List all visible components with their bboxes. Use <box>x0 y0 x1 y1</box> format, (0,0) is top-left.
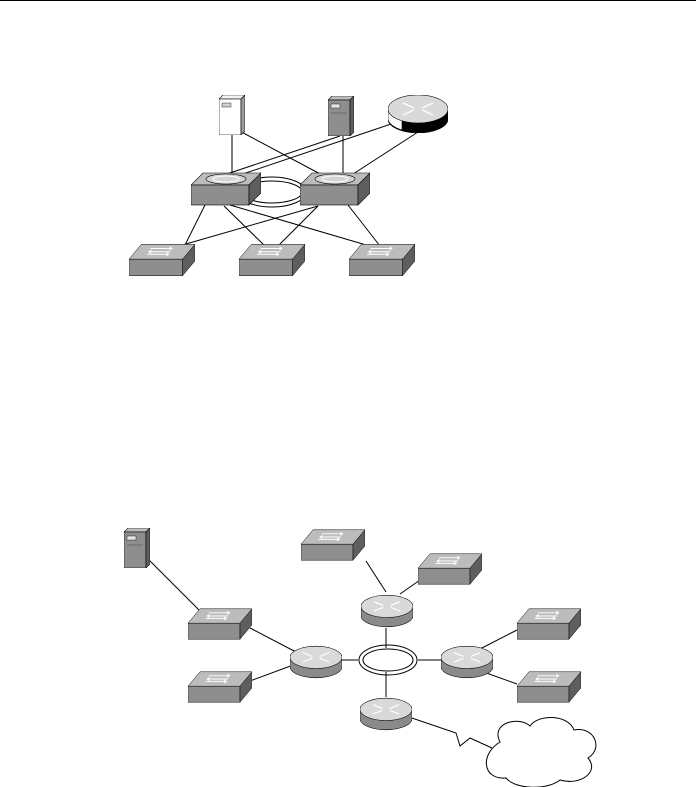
server-icon <box>124 528 150 568</box>
access-switch-1-icon <box>129 243 195 277</box>
switch-right-upper-icon <box>517 608 581 640</box>
tower-server-2-icon <box>328 96 354 136</box>
campus-links <box>171 121 419 249</box>
campus-network-diagram <box>129 95 448 277</box>
switch-left-upper-icon <box>188 608 252 640</box>
page-top-rule <box>0 0 696 1</box>
router-top-icon <box>361 594 413 628</box>
edge-router-icon <box>388 95 448 133</box>
ring-links <box>148 559 518 749</box>
router-right-icon <box>441 645 493 679</box>
tower-server-1-icon <box>219 95 245 135</box>
switch-top-right-icon <box>418 553 482 585</box>
central-ring <box>358 644 418 676</box>
router-left-icon <box>290 645 342 679</box>
router-bottom-icon <box>360 697 412 731</box>
wan-cloud-icon <box>485 717 597 787</box>
multilayer-switch-2-icon <box>300 172 370 206</box>
ring-network-diagram <box>124 528 597 787</box>
switch-top-left-icon <box>301 529 365 561</box>
access-switch-2-icon <box>239 243 305 277</box>
switch-right-lower-icon <box>517 671 581 703</box>
multilayer-switch-1-icon <box>191 172 261 206</box>
access-switch-3-icon <box>349 243 415 277</box>
switch-left-lower-icon <box>188 671 252 703</box>
